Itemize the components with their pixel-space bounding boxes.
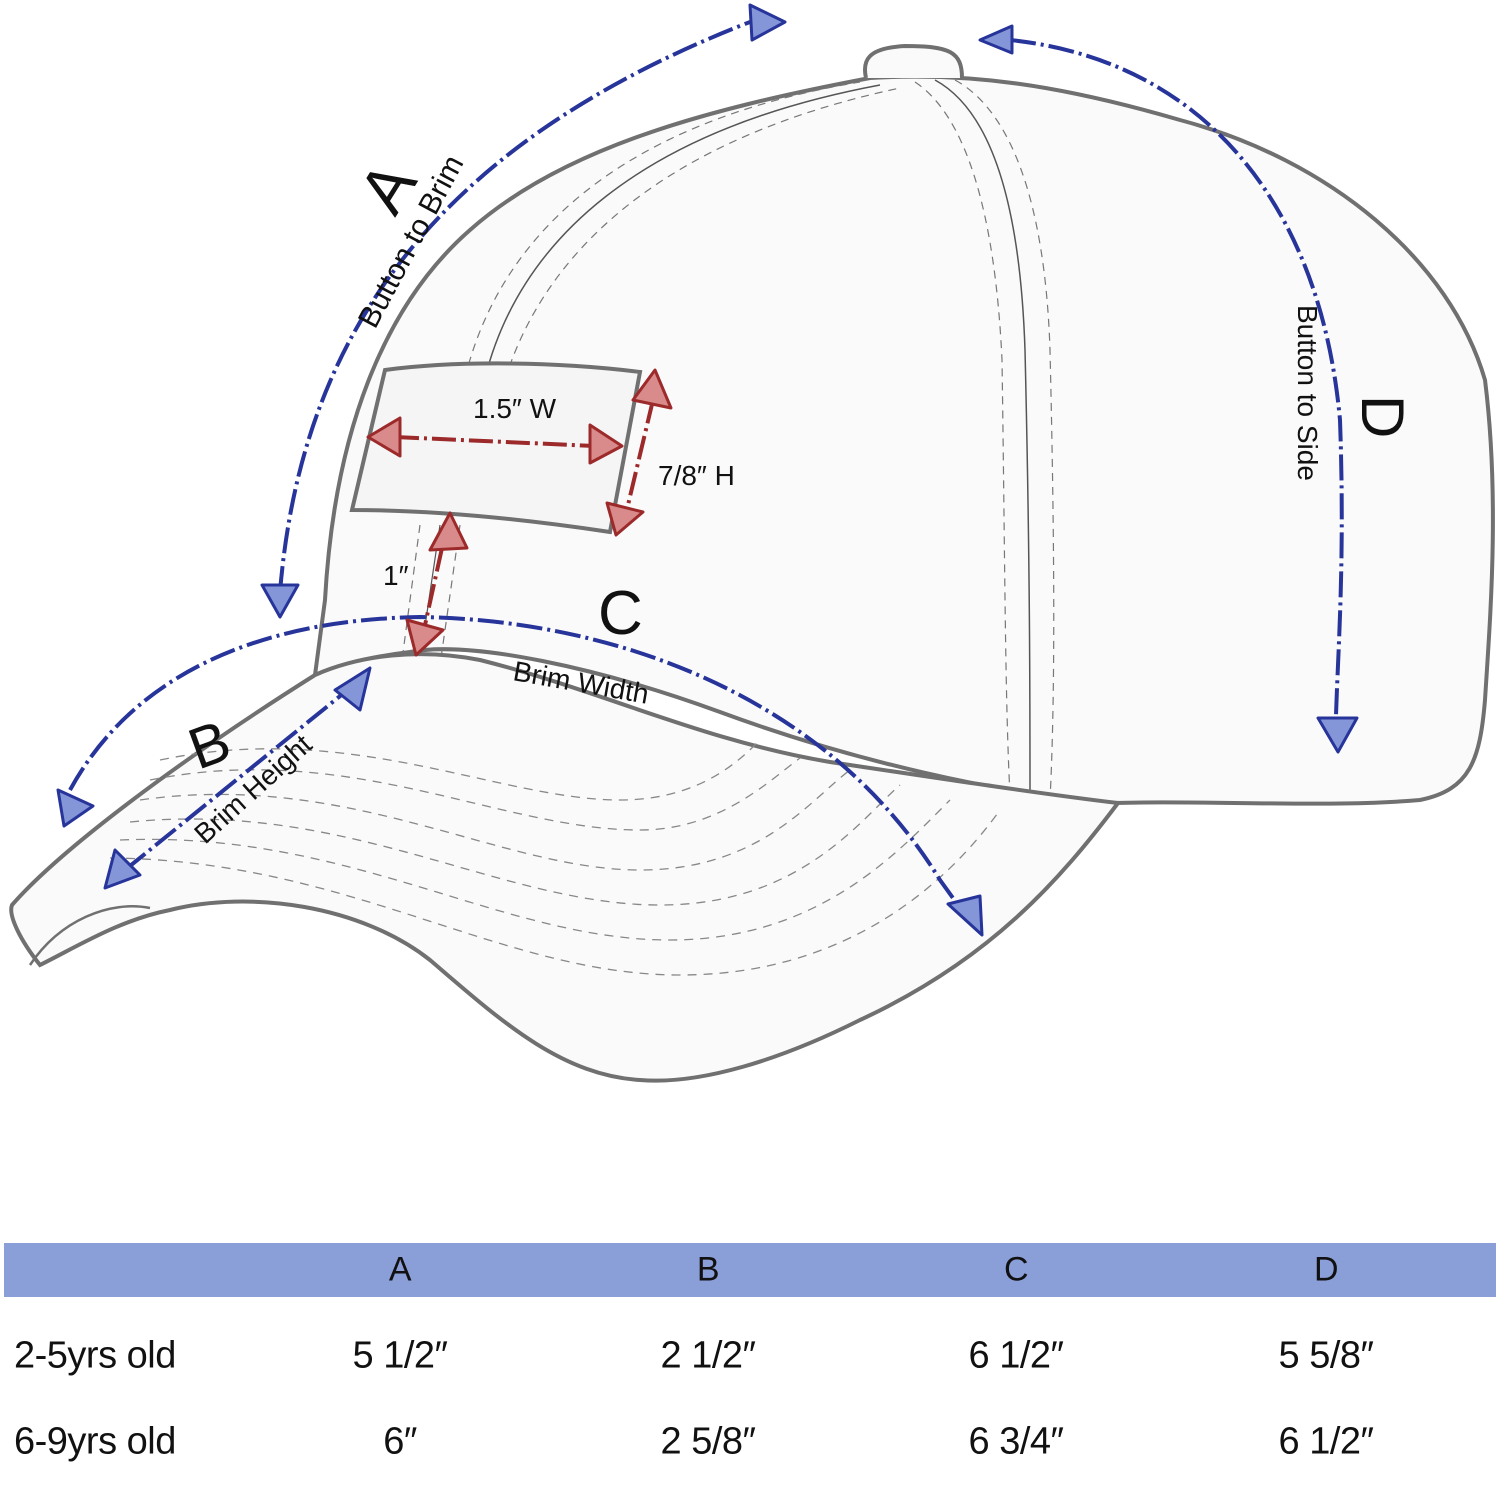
brim-stitching: [109, 739, 1001, 976]
arrow-a-top-icon: [748, 3, 787, 42]
crown-seams: [401, 79, 1055, 801]
measure-lines-blue: [68, 20, 1344, 907]
patch-rectangle: [349, 361, 643, 535]
cap-diagram: A Button to Brim D Button to Side C Brim…: [9, 3, 1495, 1083]
arrow-a-bottom-icon: [260, 583, 300, 619]
label-patch-offset: 1″: [383, 560, 409, 591]
column-header-d: D: [1313, 1250, 1339, 1289]
arrow-d-bottom-icon: [1316, 716, 1359, 754]
row-label: 2-5yrs old: [14, 1334, 176, 1377]
arrow-w-right-icon: [588, 423, 624, 465]
arrow-1in-top-icon: [428, 511, 469, 552]
arrow-w-left-icon: [366, 416, 402, 458]
arrowheads-blue: [56, 3, 1359, 937]
column-header-b: B: [696, 1250, 720, 1289]
cell-b: 2 5/8″: [660, 1420, 756, 1463]
cell-d: 5 5/8″: [1278, 1334, 1374, 1377]
size-table-header: A B C D: [4, 1243, 1496, 1297]
arrow-b-bottom-icon: [103, 848, 142, 890]
arrow-c-left-icon: [56, 788, 95, 828]
cap-button: [863, 43, 964, 79]
arrowheads-red: [366, 368, 673, 657]
cell-b: 2 1/2″: [660, 1334, 756, 1377]
cell-a: 6″: [383, 1420, 417, 1463]
cell-d: 6 1/2″: [1278, 1420, 1374, 1463]
label-d-caption: Button to Side: [1292, 305, 1323, 481]
arrow-h-bottom-icon: [605, 501, 645, 537]
row-label: 6-9yrs old: [14, 1420, 176, 1463]
table-row: 6-9yrs old 6″ 2 5/8″ 6 3/4″ 6 1/2″: [4, 1399, 1496, 1485]
column-header-c: C: [1003, 1250, 1029, 1289]
label-patch-width: 1.5″ W: [473, 393, 557, 424]
cell-c: 6 1/2″: [968, 1334, 1064, 1377]
arrow-1in-bottom-icon: [405, 618, 445, 657]
table-row: 2-5yrs old 5 1/2″ 2 1/2″ 6 1/2″ 5 5/8″: [4, 1313, 1496, 1399]
size-table: A B C D 2-5yrs old 5 1/2″ 2 1/2″ 6 1/2″ …: [4, 1243, 1496, 1485]
column-header-a: A: [388, 1250, 412, 1289]
label-c-letter: C: [598, 579, 643, 648]
arrow-c-right-icon: [946, 894, 984, 937]
arrow-h-top-icon: [631, 368, 673, 410]
arrow-d-top-icon: [978, 24, 1014, 55]
cell-a: 5 1/2″: [352, 1334, 448, 1377]
arrow-b-top-icon: [333, 666, 372, 712]
label-d-letter: D: [1349, 395, 1416, 438]
cap-crown: [312, 74, 1495, 806]
label-patch-height: 7/8″ H: [658, 460, 735, 491]
measure-lines-red: [394, 399, 655, 626]
cap-brim: [9, 652, 1122, 1083]
cell-c: 6 3/4″: [968, 1420, 1064, 1463]
